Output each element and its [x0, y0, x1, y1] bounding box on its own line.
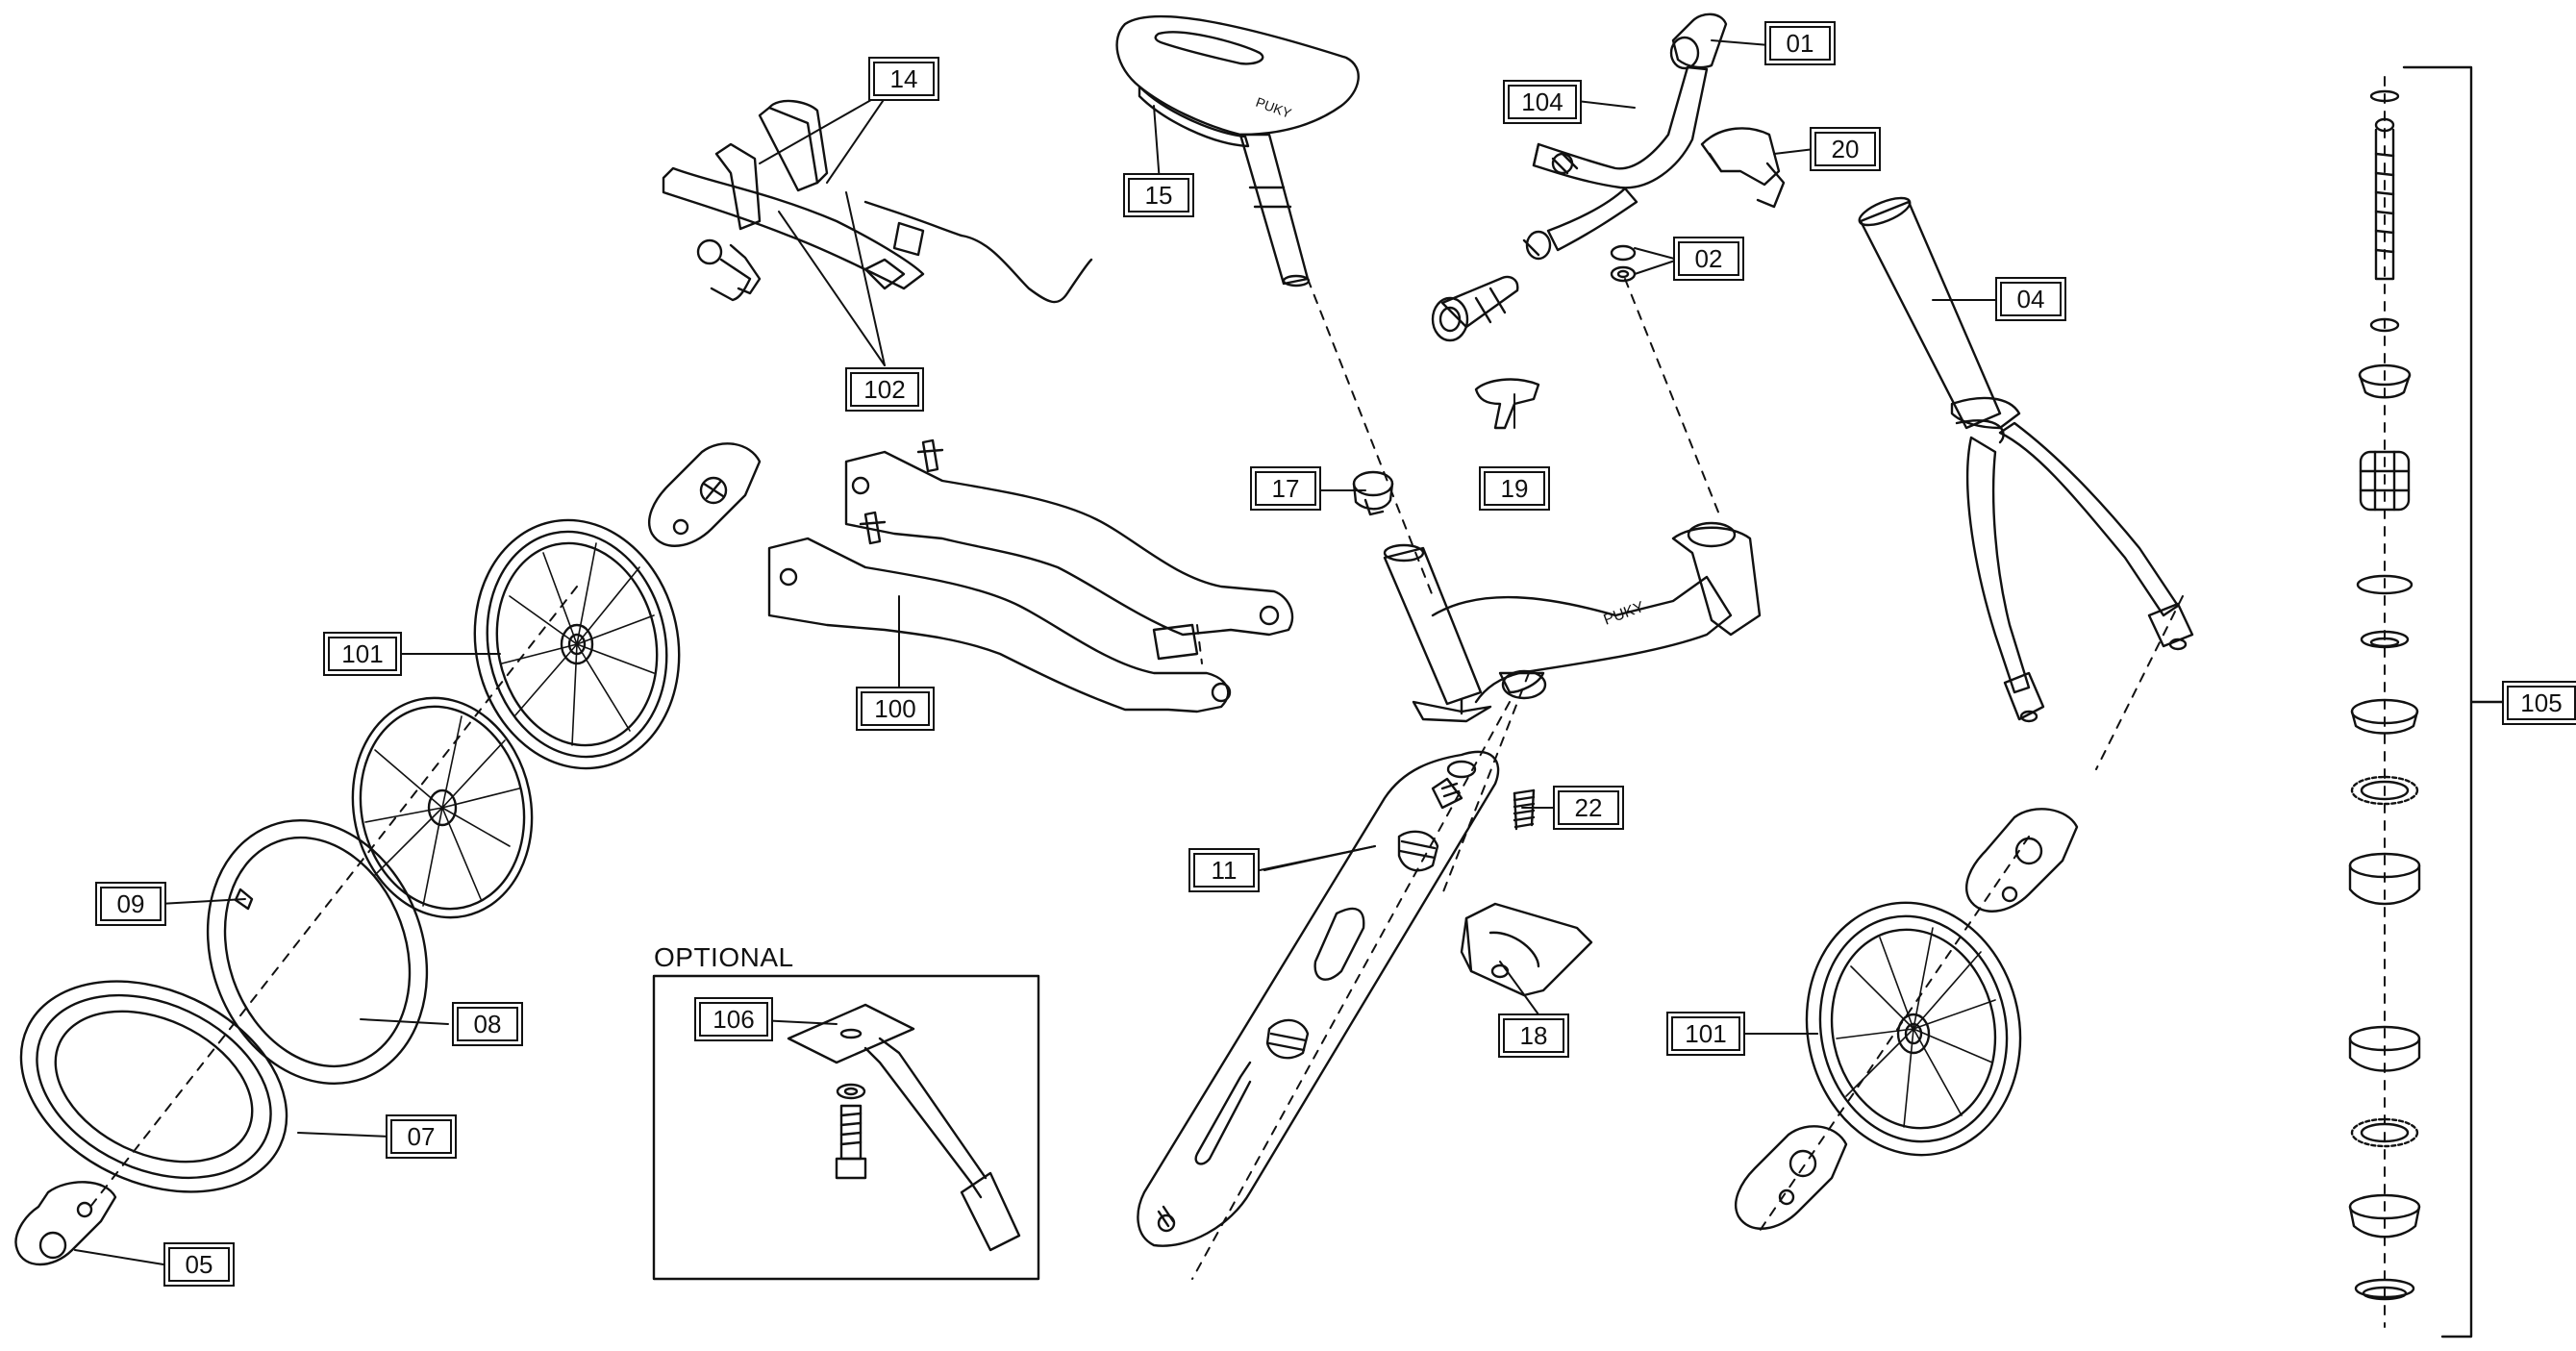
part-label-09: 09 — [100, 887, 162, 921]
spring-part — [1513, 788, 1536, 831]
part-label-11: 11 — [1193, 853, 1255, 888]
optional-section-title: OPTIONAL — [654, 942, 794, 972]
axle-cap-parts — [14, 442, 2079, 1266]
part-label-18: 18 — [1503, 1018, 1564, 1053]
part-label-17: 17 — [1255, 471, 1316, 506]
assembly-axes — [86, 76, 2386, 1328]
saddle-brand-text: PUKY — [1254, 94, 1294, 121]
part-label-101-left: 101 — [328, 637, 397, 671]
part-label-101-right: 101 — [1671, 1016, 1740, 1051]
frame-brand-text: PUKY — [1602, 599, 1647, 629]
optional-kickstand-box — [652, 974, 1040, 1281]
part-label-08: 08 — [457, 1007, 518, 1041]
part-label-104: 104 — [1508, 85, 1577, 119]
saddle-part: PUKY — [1115, 14, 1360, 288]
frame-part: PUKY — [1383, 521, 1762, 723]
wheel-left-part — [473, 518, 681, 770]
part-label-02: 02 — [1678, 241, 1739, 276]
part-label-20: 20 — [1814, 132, 1876, 166]
part-label-14: 14 — [873, 62, 935, 96]
inner-tube-part — [206, 818, 429, 1086]
part-label-04: 04 — [2000, 282, 2062, 316]
handlebar-part — [1431, 13, 1786, 430]
part-label-15: 15 — [1128, 178, 1189, 213]
fork-part — [1858, 196, 2194, 723]
part-label-100: 100 — [861, 691, 930, 726]
part-label-106: 106 — [699, 1002, 768, 1037]
swingarm-part — [767, 438, 1294, 713]
part-label-22: 22 — [1558, 790, 1619, 825]
seat-clamp-part — [1352, 470, 1394, 516]
headset-part — [2348, 65, 2512, 1338]
rim-part — [351, 696, 534, 919]
leader-lines — [74, 39, 2001, 1265]
push-handle-part — [662, 99, 1093, 304]
part-label-102: 102 — [850, 372, 919, 407]
part-label-07: 07 — [390, 1119, 452, 1154]
wheel-right-part — [1805, 901, 2022, 1157]
tire-part — [19, 980, 288, 1193]
part-label-19: 19 — [1484, 471, 1545, 506]
footboard-part — [1137, 750, 1500, 1247]
part-label-01: 01 — [1769, 26, 1831, 61]
footrest-part — [1460, 902, 1593, 997]
part-label-105: 105 — [2507, 686, 2576, 720]
part-label-05: 05 — [168, 1247, 230, 1282]
